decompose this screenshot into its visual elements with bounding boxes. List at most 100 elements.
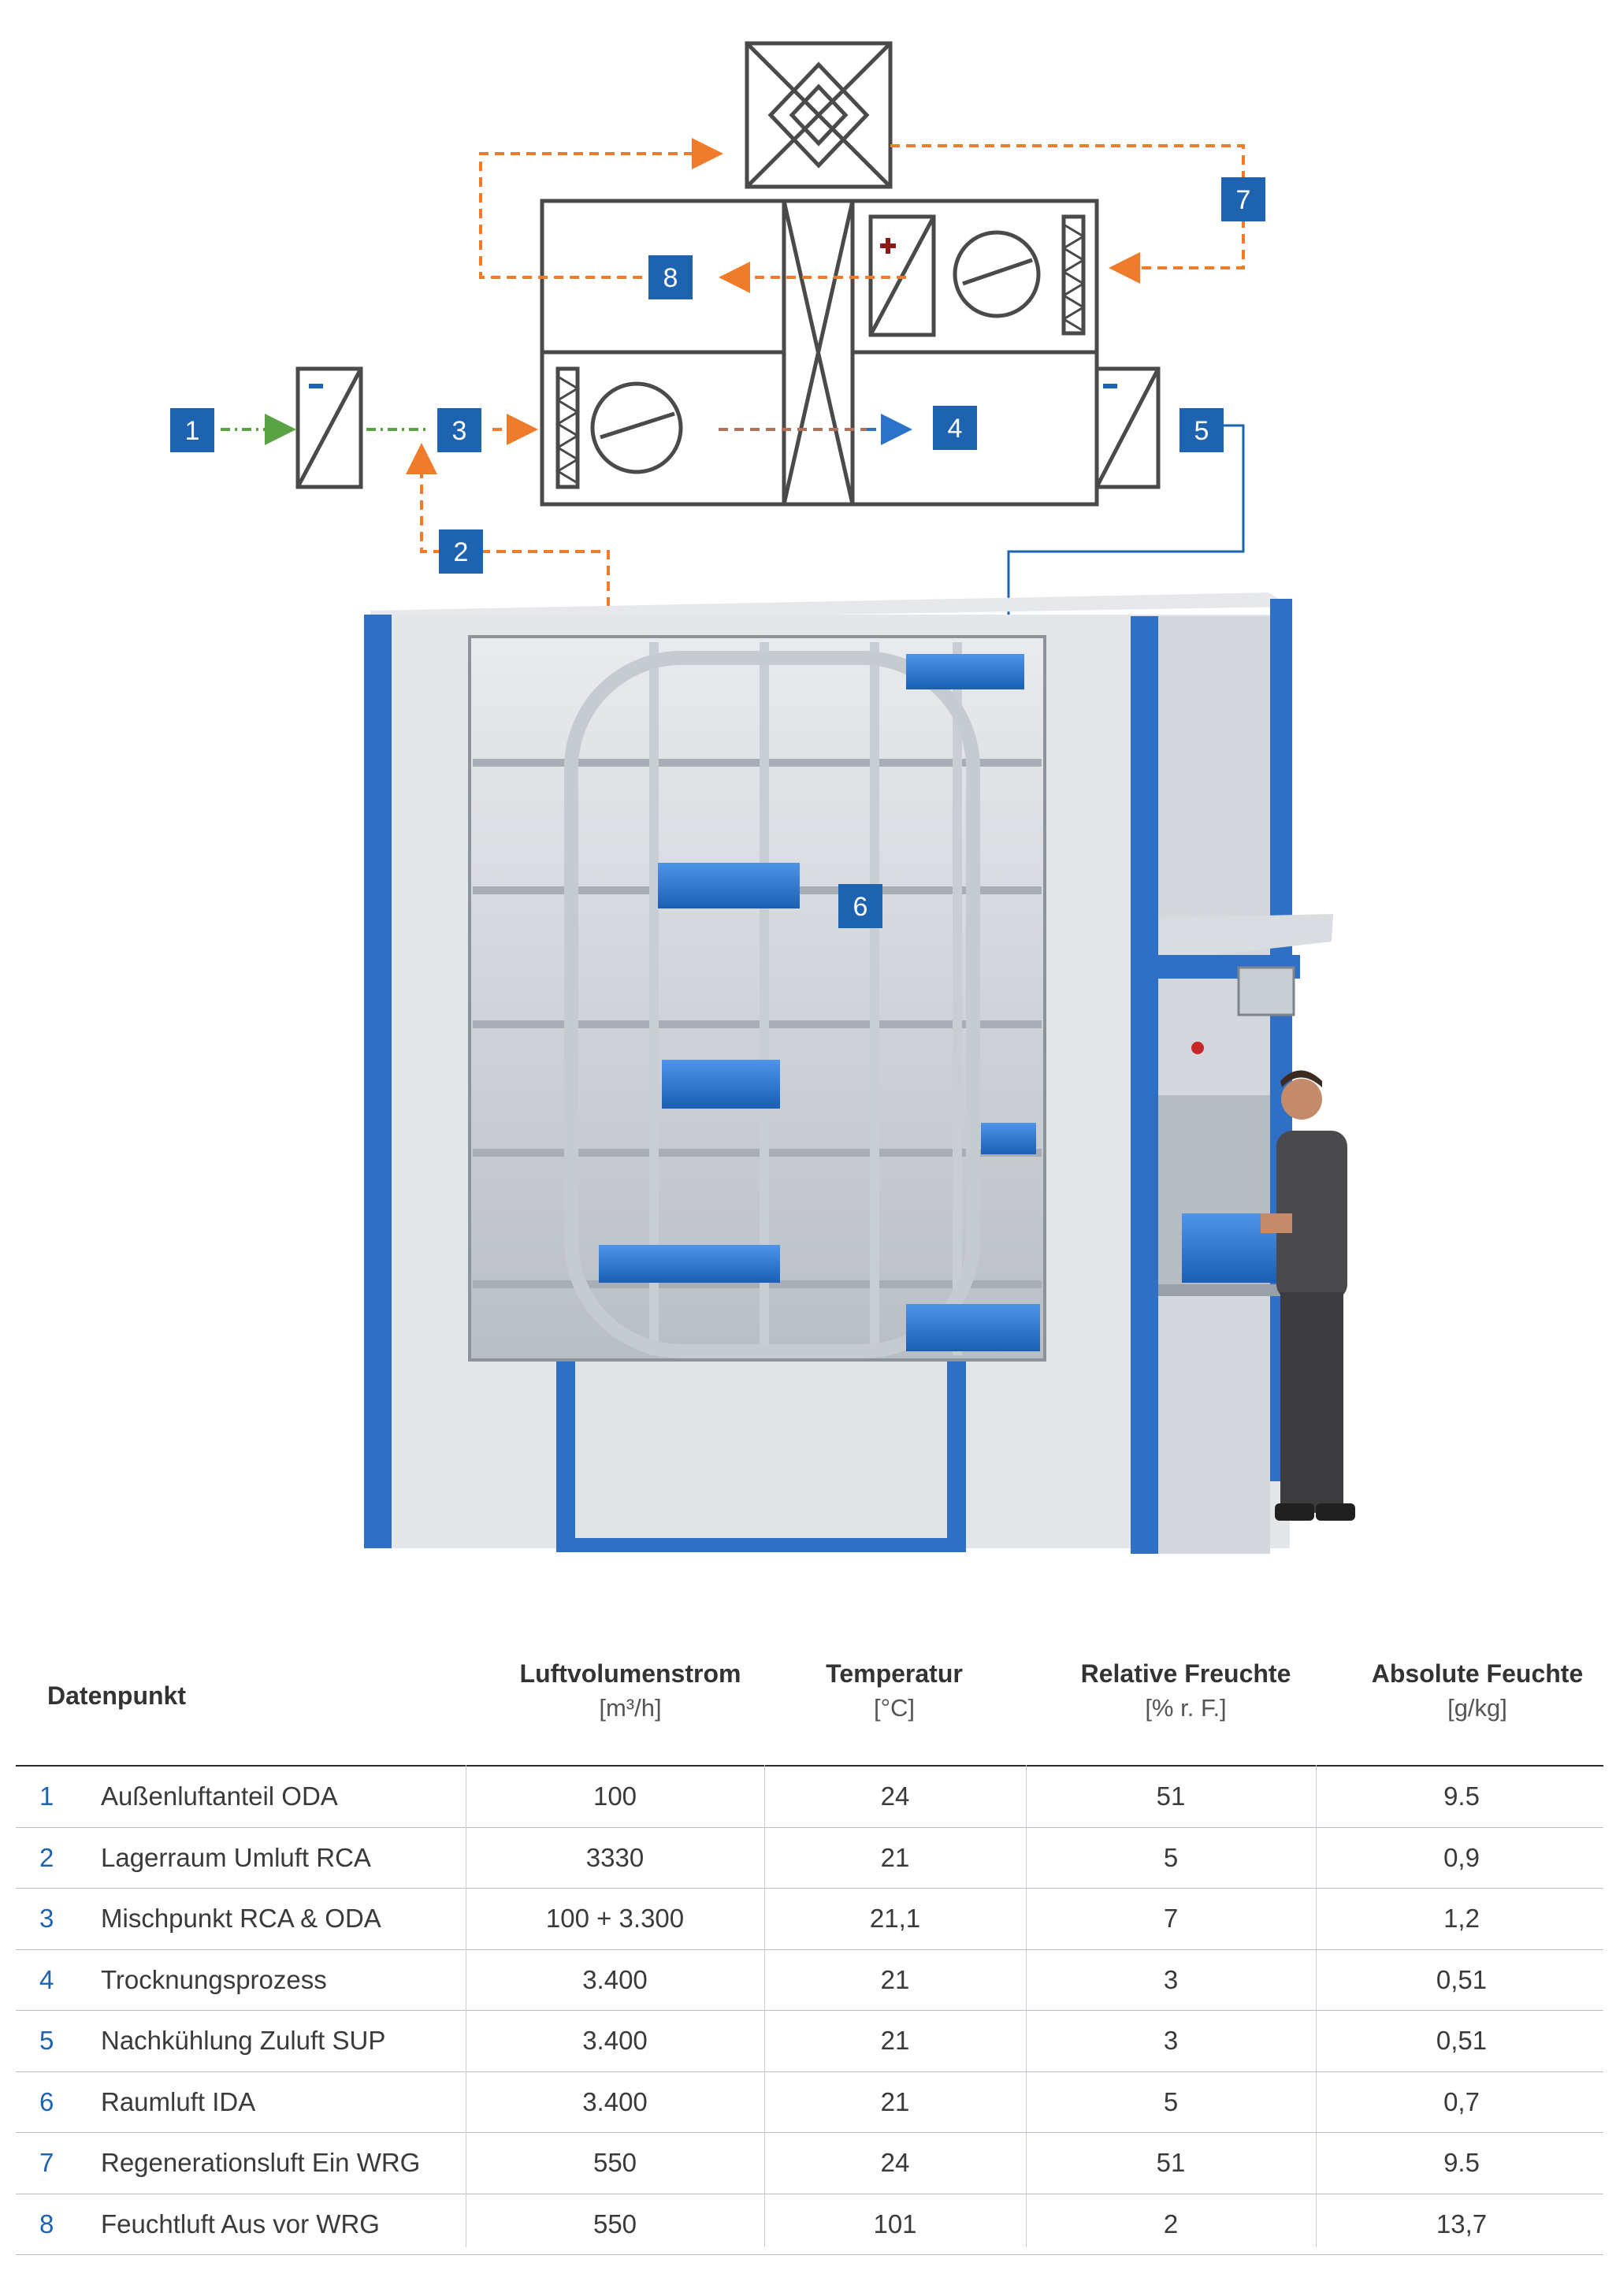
rotor-icon (782, 199, 855, 507)
data-point-1-badge: 1 (170, 408, 214, 452)
row-value: 3.400 (582, 2026, 648, 2055)
row-name: Mischpunkt RCA & ODA (101, 1904, 381, 1933)
flow-line-exhaust-return (479, 138, 723, 279)
table-row: 3 Mischpunkt RCA & ODA 100 + 3.300 21,1 7 1,2 (16, 1889, 1603, 1950)
row-value: 100 + 3.300 (545, 1904, 685, 1933)
row-name: Lagerraum Umluft RCA (101, 1842, 371, 1872)
row-value: 0,51 (1436, 2026, 1488, 2055)
row-value: 21 (880, 2026, 910, 2055)
header-relative-humidity: Relative Freuchte [% r. F.] (1040, 1656, 1332, 1726)
badge-label: 3 (452, 416, 467, 446)
table-row: 7 Regenerationsluft Ein WRG 550 24 51 9.5 (16, 2133, 1603, 2194)
row-number: 5 (39, 2026, 54, 2055)
row-name: Nachkühlung Zuluft SUP (101, 2026, 386, 2055)
row-value: 0,9 (1443, 1842, 1480, 1872)
table-row: 5 Nachkühlung Zuluft SUP 3.400 21 3 0,51 (16, 2011, 1603, 2072)
header-title: Luftvolumenstrom (519, 1659, 741, 1688)
data-point-6-badge: 6 (838, 884, 882, 928)
column-divider (1316, 1765, 1317, 2247)
row-value: 3 (1163, 1964, 1179, 1994)
row-value: 24 (880, 1781, 910, 1811)
data-point-5-badge: 5 (1179, 408, 1224, 452)
row-value: 3.400 (582, 2086, 648, 2116)
table-header: Datenpunkt Luftvolumenstrom [m³/h] Tempe… (16, 1623, 1603, 1767)
fan-icon (590, 381, 683, 474)
row-number: 3 (39, 1904, 54, 1933)
row-number: 2 (39, 1842, 54, 1872)
column-divider (1026, 1765, 1027, 2247)
worker-figure (1261, 1070, 1355, 1521)
row-value: 24 (880, 2148, 910, 2177)
header-title: Temperatur (826, 1659, 963, 1688)
header-unit: [% r. F.] (1145, 1694, 1227, 1722)
row-value: 550 (593, 2209, 637, 2238)
hvac-schematic (295, 41, 1161, 507)
row-value: 5 (1163, 1842, 1179, 1872)
header-unit: [m³/h] (599, 1694, 662, 1722)
fan-icon (953, 230, 1041, 318)
row-number: 1 (39, 1781, 54, 1811)
row-value: 21 (880, 2086, 910, 2116)
data-point-3-badge: 3 (437, 408, 481, 452)
cooler-icon (295, 366, 363, 489)
row-value: 101 (873, 2209, 917, 2238)
row-number: 4 (39, 1964, 54, 1994)
badge-label: 5 (1194, 416, 1209, 446)
data-table: Datenpunkt Luftvolumenstrom [m³/h] Tempe… (16, 1623, 1603, 2255)
row-value: 3.400 (582, 1964, 648, 1994)
row-value: 0,7 (1443, 2086, 1480, 2116)
row-value: 9.5 (1443, 1781, 1480, 1811)
row-value: 1,2 (1443, 1904, 1480, 1933)
flow-line-supply (1007, 424, 1245, 662)
row-value: 21,1 (869, 1904, 921, 1933)
row-value: 3 (1163, 2026, 1179, 2055)
row-value: 51 (1156, 2148, 1186, 2177)
row-number: 7 (39, 2148, 54, 2177)
header-unit: [°C] (873, 1694, 915, 1722)
data-point-7-badge: 7 (1221, 177, 1265, 221)
badge-label: 2 (454, 537, 469, 567)
row-name: Trocknungsprozess (101, 1964, 327, 1994)
vertical-storage-lift (364, 593, 1333, 1554)
row-value: 550 (593, 2148, 637, 2177)
header-title: Absolute Feuchte (1371, 1659, 1584, 1688)
row-name: Regenerationsluft Ein WRG (101, 2148, 421, 2177)
row-value: 51 (1156, 1781, 1186, 1811)
data-point-2-badge: 2 (439, 529, 483, 574)
header-absolute-humidity: Absolute Feuchte [g/kg] (1332, 1656, 1616, 1726)
data-point-4-badge: 4 (933, 406, 977, 450)
row-value: 13,7 (1436, 2209, 1488, 2238)
header-temperature: Temperatur [°C] (764, 1656, 1024, 1726)
row-value: 9.5 (1443, 2148, 1480, 2177)
header-unit: [g/kg] (1447, 1694, 1507, 1722)
air-treatment-diagram: 1 2 3 4 5 6 7 8 (170, 41, 1355, 1554)
badge-label: 8 (663, 263, 678, 293)
table-row: 6 Raumluft IDA 3.400 21 5 0,7 (16, 2072, 1603, 2133)
row-value: 7 (1163, 1904, 1179, 1933)
header-airflow: Luftvolumenstrom [m³/h] (457, 1656, 804, 1726)
row-number: 6 (39, 2086, 54, 2116)
badge-label: 7 (1236, 185, 1251, 215)
row-value: 3330 (585, 1842, 645, 1872)
row-value: 2 (1163, 2209, 1179, 2238)
heater-plus-icon (880, 238, 896, 254)
badge-label: 1 (185, 416, 200, 446)
data-point-8-badge: 8 (648, 255, 693, 299)
row-value: 21 (880, 1964, 910, 1994)
filter-icon (555, 366, 580, 489)
header-title: Relative Freuchte (1080, 1659, 1291, 1688)
badge-label: 6 (853, 892, 868, 922)
header-datapoint: Datenpunkt (47, 1681, 186, 1710)
row-value: 0,51 (1436, 1964, 1488, 1994)
row-value: 5 (1163, 2086, 1179, 2116)
row-name: Raumluft IDA (101, 2086, 256, 2116)
column-divider (764, 1765, 765, 2247)
row-value: 100 (593, 1781, 637, 1811)
row-number: 8 (39, 2209, 54, 2238)
table-row: 4 Trocknungsprozess 3.400 21 3 0,51 (16, 1950, 1603, 2011)
filter-icon (1061, 214, 1086, 336)
heat-recovery-icon (745, 41, 893, 189)
